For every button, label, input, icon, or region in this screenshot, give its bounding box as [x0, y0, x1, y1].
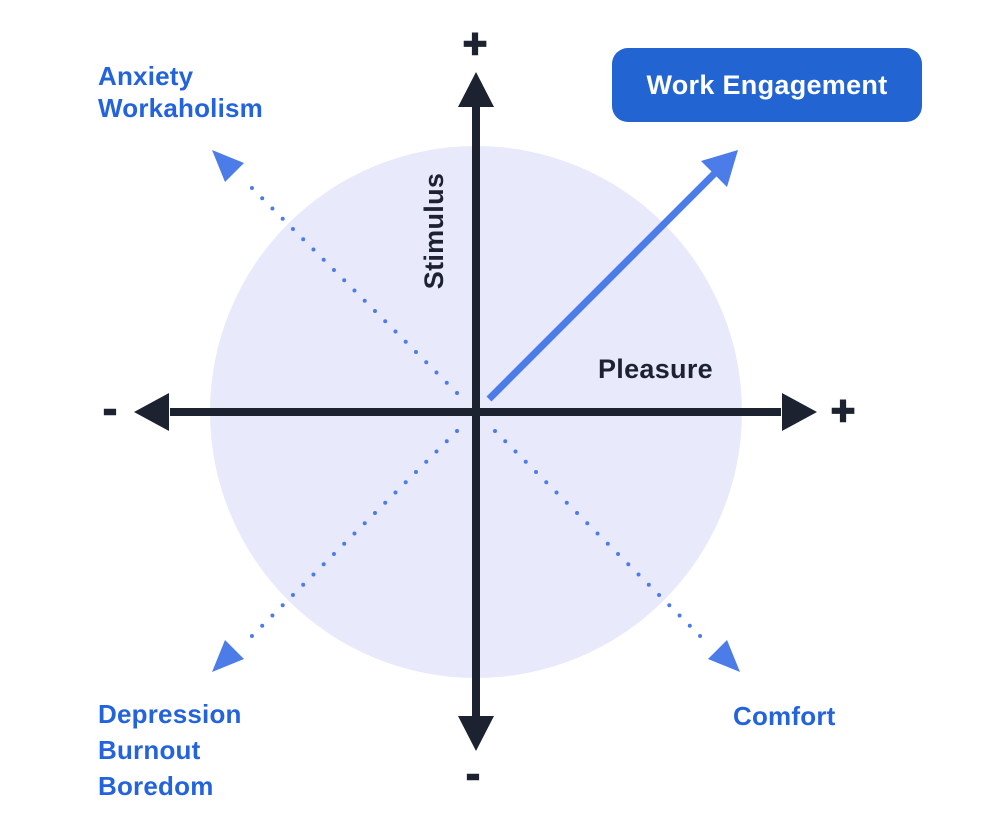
- work-engagement-badge[interactable]: Work Engagement: [612, 48, 922, 122]
- pleasure-positive-sign: +: [830, 386, 856, 435]
- quadrant-label-top-left: Anxiety Workaholism: [98, 60, 263, 124]
- pleasure-negative-sign: -: [102, 384, 118, 433]
- quadrant-label-bottom-right: Comfort: [733, 700, 836, 732]
- quadrant-label-line: Boredom: [98, 771, 214, 801]
- axis-arrowhead-left-icon: [134, 393, 169, 431]
- arrowhead-top-left-icon: [212, 150, 244, 182]
- work-engagement-badge-label: Work Engagement: [646, 69, 888, 100]
- engagement-vector-line: [486, 169, 719, 402]
- stimulus-positive-sign: +: [462, 19, 488, 68]
- horizontal-axis-label: Pleasure: [598, 354, 713, 384]
- axis-arrowhead-right-icon: [782, 393, 817, 431]
- dotted-ray-top-left: [248, 184, 459, 395]
- axis-arrowhead-down-icon: [458, 716, 494, 751]
- vertical-axis-label: Stimulus: [419, 172, 449, 290]
- dotted-ray-bottom-right: [493, 429, 704, 640]
- arrowhead-bottom-left-icon: [212, 640, 244, 672]
- quadrant-label-bottom-left: Depression Burnout Boredom: [98, 696, 242, 804]
- engagement-vector-arrowhead-icon: [701, 150, 738, 187]
- quadrant-label-line: Burnout: [98, 735, 201, 765]
- arrowhead-bottom-right-icon: [708, 640, 740, 672]
- quadrant-label-line: Comfort: [733, 701, 836, 731]
- axis-arrowhead-up-icon: [458, 72, 494, 107]
- quadrant-label-line: Workaholism: [98, 93, 263, 123]
- dotted-ray-bottom-left: [248, 429, 459, 640]
- quadrant-label-line: Anxiety: [98, 61, 194, 91]
- stimulus-negative-sign: -: [465, 749, 481, 798]
- quadrant-label-line: Depression: [98, 699, 242, 729]
